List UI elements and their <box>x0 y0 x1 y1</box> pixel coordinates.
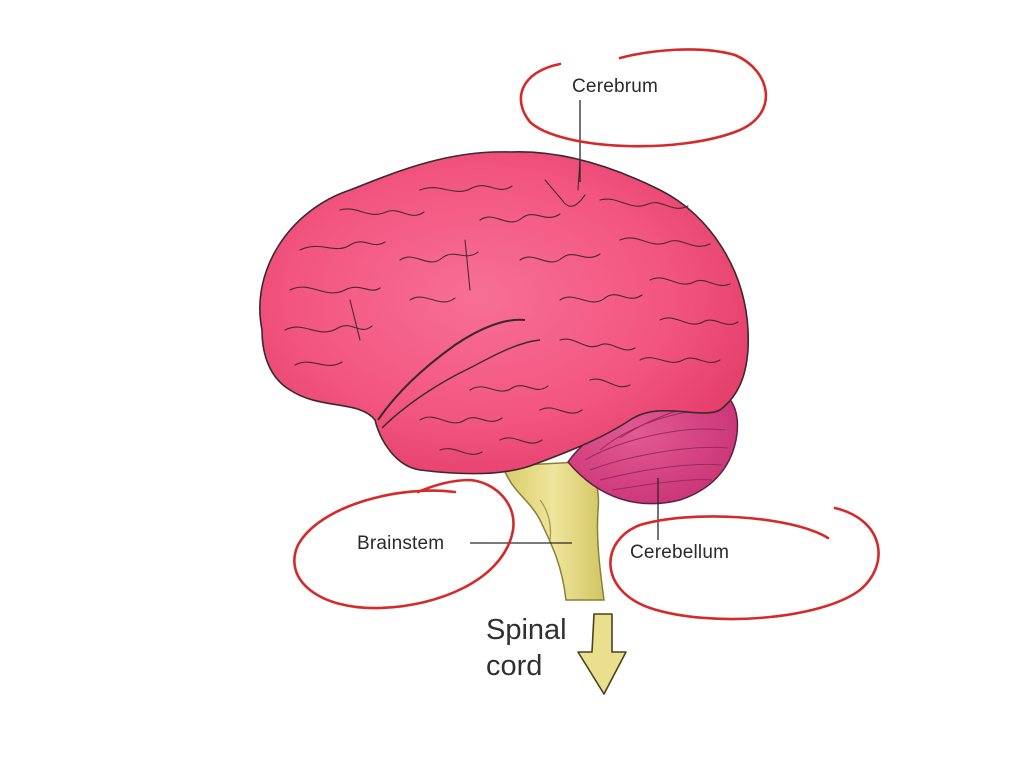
spinal-cord-label: Spinal cord <box>486 612 567 684</box>
spinal-cord-label-line1: Spinal <box>486 614 567 646</box>
brainstem-label: Brainstem <box>357 533 445 554</box>
cerebellum-annotation-circle <box>609 506 880 621</box>
brainstem-annotation-circle <box>293 478 515 610</box>
cerebrum-sulci <box>284 159 739 455</box>
cerebrum-shape <box>259 151 750 475</box>
sylvian-fissure <box>377 318 526 421</box>
cerebellum-label: Cerebellum <box>630 542 730 563</box>
brainstem-detail <box>539 499 552 541</box>
cerebrum-label: Cerebrum <box>572 76 659 97</box>
cerebrum-annotation-circle <box>519 48 768 148</box>
temporal-lobe-edge <box>381 339 541 429</box>
spinal-cord-arrow <box>577 613 627 695</box>
spinal-cord-label-line2: cord <box>486 650 543 682</box>
brainstem-shape <box>502 461 605 601</box>
